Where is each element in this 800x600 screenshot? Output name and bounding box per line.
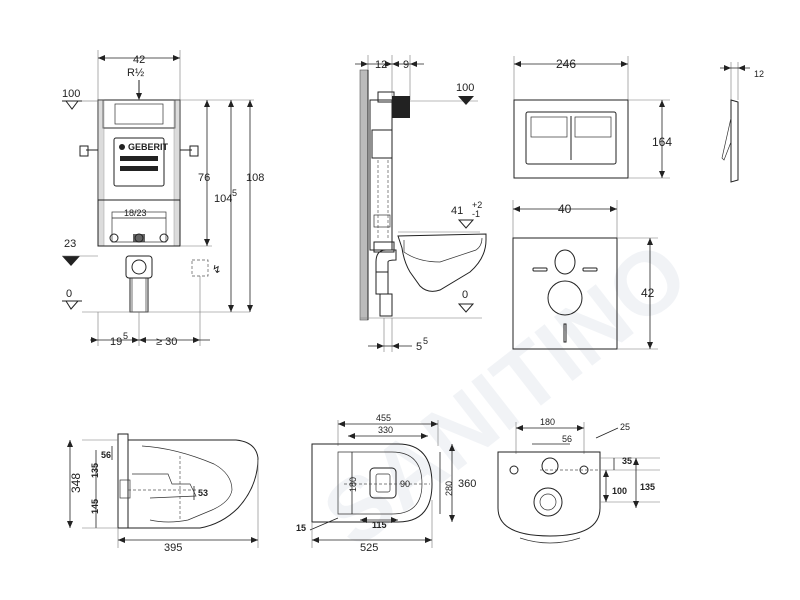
toilet-bowl-top-view: 455 330 90 180 280 360 15 115 525 bbox=[296, 413, 476, 554]
frame-level-100: 100 bbox=[62, 88, 80, 100]
bowl-top-d180: 180 bbox=[348, 477, 358, 492]
frame-level-0: 0 bbox=[66, 288, 72, 300]
frame-height-76: 76 bbox=[198, 172, 210, 184]
bowl-side-d53: 53 bbox=[198, 488, 208, 498]
frame-height-104-sup: 5 bbox=[232, 188, 237, 198]
bowl-top-d115: 115 bbox=[372, 520, 387, 530]
side-level-100: 100 bbox=[456, 82, 474, 94]
frame-level-23: 23 bbox=[64, 238, 76, 250]
bowl-side-length: 395 bbox=[164, 542, 182, 554]
frame-height-108: 108 bbox=[246, 172, 264, 184]
frame-min-30: ≥ 30 bbox=[156, 336, 177, 348]
flush-plate-view: 246 164 bbox=[513, 56, 672, 179]
installation-side-view: 12 9 100 41 +2 -1 0 bbox=[355, 55, 487, 353]
side-level-0: 0 bbox=[462, 289, 468, 301]
frame-offset-19: 19 bbox=[110, 336, 122, 348]
installation-frame-front-view: 42 R½ GEBERIT 18/23 bbox=[62, 50, 264, 348]
side-wall-5: 5 bbox=[416, 341, 422, 353]
side-wall-5-sup: 5 bbox=[423, 336, 428, 346]
electric-symbol: ↯ bbox=[212, 264, 221, 276]
brand-logo-text: GEBERIT bbox=[128, 142, 169, 152]
frame-range-label: 18/23 bbox=[124, 208, 147, 218]
sound-insulation-mat: 40 42 bbox=[512, 200, 658, 350]
bowl-top-d360: 360 bbox=[458, 478, 476, 490]
frame-width-label: 42 bbox=[133, 54, 145, 66]
bowl-side-d135: 135 bbox=[90, 463, 100, 478]
side-tol-minus: -1 bbox=[472, 209, 480, 219]
side-depth-9: 9 bbox=[403, 59, 409, 71]
bowl-top-w455: 455 bbox=[376, 413, 391, 423]
bowl-back-d180: 180 bbox=[540, 417, 555, 427]
toilet-bowl-back-view: 180 56 25 35 100 135 bbox=[497, 417, 660, 544]
bowl-back-d56: 56 bbox=[562, 434, 572, 444]
side-tol-plus: +2 bbox=[472, 200, 482, 210]
bowl-top-d280: 280 bbox=[444, 481, 454, 496]
plate-thickness-label: 12 bbox=[754, 69, 764, 79]
side-level-41: 41 bbox=[451, 205, 463, 217]
bowl-top-length: 525 bbox=[360, 542, 378, 554]
frame-height-104: 104 bbox=[214, 193, 232, 205]
bowl-side-d56: 56 bbox=[101, 450, 111, 460]
bowl-back-d100: 100 bbox=[612, 486, 627, 496]
toilet-bowl-side-view: 348 135 145 56 53 395 bbox=[67, 433, 259, 554]
bowl-back-d25: 25 bbox=[620, 422, 630, 432]
plate-height-label: 164 bbox=[652, 135, 672, 149]
flush-plate-side-view: 12 bbox=[720, 62, 764, 183]
mat-height-label: 42 bbox=[641, 286, 655, 300]
side-depth-12: 12 bbox=[375, 59, 387, 71]
bowl-back-d135: 135 bbox=[640, 482, 655, 492]
mat-width-label: 40 bbox=[558, 202, 572, 216]
frame-offset-19-sup: 5 bbox=[123, 331, 128, 341]
frame-thread-label: R½ bbox=[127, 67, 144, 79]
plate-width-label: 246 bbox=[556, 57, 576, 71]
bowl-side-total-height: 348 bbox=[69, 473, 83, 493]
bowl-top-d15: 15 bbox=[296, 523, 306, 533]
bowl-top-d90: 90 bbox=[400, 479, 410, 489]
bowl-side-d145: 145 bbox=[90, 499, 100, 514]
bowl-back-d35: 35 bbox=[622, 456, 632, 466]
bowl-top-w330: 330 bbox=[378, 425, 393, 435]
